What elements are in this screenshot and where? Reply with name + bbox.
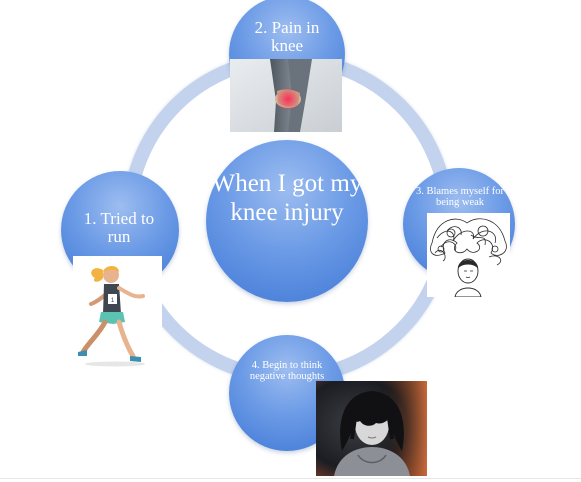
svg-text:1: 1 (111, 298, 115, 304)
center-label: When I got my knee injury (211, 170, 363, 226)
page-divider (0, 478, 581, 479)
step-label-tried-to-run: 1. Tried to run (83, 209, 155, 246)
step-label-negative-thoughts: 4. Begin to think negative thoughts (249, 360, 325, 383)
runner-illustration: 1 (73, 256, 162, 368)
knee-pain-photo (230, 59, 342, 132)
sad-girl-drawing (316, 381, 427, 476)
tangled-thoughts-drawing (427, 213, 510, 297)
center-node (206, 140, 368, 302)
step-label-blames-myself: 3. Blames myself for being weak (415, 186, 505, 209)
step-label-pain-in-knee: 2. Pain in knee (254, 18, 320, 55)
